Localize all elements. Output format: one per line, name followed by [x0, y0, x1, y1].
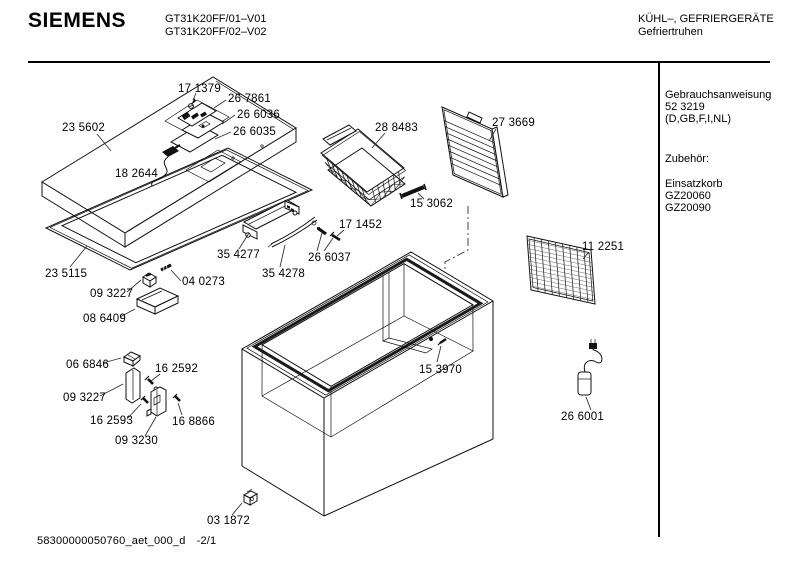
part-label-162593: 16 2593 [90, 415, 133, 427]
basket-wires [324, 157, 405, 203]
wire-basket [320, 124, 407, 207]
leader-lines [69, 99, 592, 516]
hinge-parts [122, 351, 181, 417]
grille-rows [527, 239, 595, 301]
part-label-266037: 26 6037 [308, 252, 351, 264]
center-reference-line [427, 206, 469, 331]
lid-screw [188, 92, 197, 109]
basket-cross-wires [324, 162, 406, 207]
divider-panel [441, 106, 509, 198]
panel-handle [399, 183, 427, 200]
lid-handle-354277 [242, 199, 301, 240]
part-label-267861: 26 7861 [228, 93, 271, 105]
grille-columns [533, 237, 589, 303]
control-panel-plates [169, 102, 226, 153]
foot-roller [242, 488, 259, 506]
accessory-code-2: GZ20090 [665, 202, 711, 214]
part-labels: 17 1379 26 7861 26 6036 26 6035 23 5602 … [45, 83, 624, 527]
accessory-code-1: GZ20060 [665, 190, 711, 202]
part-label-086409: 08 6409 [83, 313, 126, 325]
sidebar-divider-line [658, 61, 660, 537]
manual-number: 52 3219 [665, 101, 705, 113]
part-label-354278: 35 4278 [262, 268, 305, 280]
freezer-cabinet [241, 251, 494, 517]
part-label-153970: 15 3970 [419, 364, 462, 376]
accessory-name: Einsatzkorb [665, 178, 723, 190]
handle-trim-354278 [267, 216, 318, 248]
brand-logo: SIEMENS [28, 9, 127, 32]
part-label-288483: 28 8483 [375, 122, 418, 134]
part-label-153062: 15 3062 [410, 198, 453, 210]
part-label-171452: 17 1452 [339, 219, 382, 231]
part-label-235602: 23 5602 [62, 122, 105, 134]
part-label-266036: 26 6036 [237, 109, 280, 121]
sheet-number: -2/1 [196, 535, 217, 547]
model-number-1: GT31K20FF/01–V01 [165, 13, 267, 25]
part-label-182644: 18 2644 [115, 168, 158, 180]
part-label-354277: 35 4277 [217, 249, 260, 261]
category-line: KÜHL–, GEFRIERGERÄTE [638, 13, 774, 25]
manual-languages: (D,GB,F,I,NL) [665, 113, 732, 125]
part-label-266001: 26 6001 [561, 411, 604, 423]
part-label-171379: 17 1379 [178, 83, 221, 95]
accessories-heading: Zubehör: [665, 153, 710, 165]
part-label-168866: 16 8866 [172, 416, 215, 428]
spring-pin-040273 [160, 263, 172, 272]
part-label-273669: 27 3669 [492, 117, 535, 129]
manual-info: Gebrauchsanweisung 52 3219 (D,GB,F,I,NL) [665, 89, 771, 125]
part-label-031872: 03 1872 [207, 515, 250, 527]
accessories-list: Einsatzkorb GZ20060 GZ20090 [665, 178, 722, 214]
part-label-112251: 11 2251 [582, 241, 624, 253]
latch-box-093227 [142, 272, 157, 288]
part-label-093227b: 09 3227 [63, 392, 106, 404]
part-label-066846: 06 6846 [66, 359, 109, 371]
capacitor [577, 339, 603, 396]
document-code: 58300000050760_aet_000_d [37, 535, 186, 547]
part-label-040273: 04 0273 [182, 276, 225, 288]
subcategory-line: Gefriertruhen [638, 25, 703, 38]
part-label-093227a: 09 3227 [90, 288, 133, 300]
inner-lid-frame [44, 147, 314, 271]
tray-flap-086409 [135, 287, 180, 315]
handle-fasteners [316, 226, 341, 242]
appliance-category: KÜHL–, GEFRIERGERÄTE Gefriertruhen [638, 13, 774, 38]
header-divider-line [28, 61, 770, 63]
model-number-2: GT31K20FF/02–V02 [165, 25, 267, 38]
manual-title: Gebrauchsanweisung [665, 89, 772, 101]
part-label-266035: 26 6035 [233, 126, 276, 138]
part-label-235115: 23 5115 [45, 268, 87, 280]
cabinet-interior [261, 263, 474, 438]
part-label-162592: 16 2592 [155, 363, 198, 375]
part-label-093230: 09 3230 [115, 435, 158, 447]
model-numbers: GT31K20FF/01–V01 GT31K20FF/02–V02 [165, 13, 267, 38]
footer: 58300000050760_aet_000_d -2/1 [37, 535, 216, 547]
ventilation-grille [526, 235, 596, 305]
